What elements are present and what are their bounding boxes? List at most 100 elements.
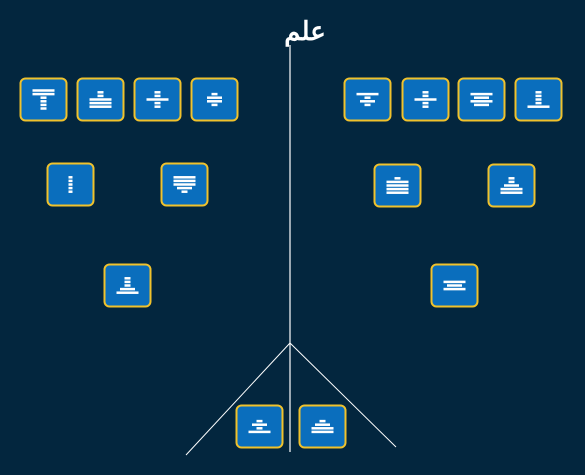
root-line-right <box>289 342 397 448</box>
tile-background <box>19 77 68 122</box>
tile-bar <box>40 107 47 110</box>
tile-right-mid-1[interactable] <box>373 163 422 208</box>
tile-bar <box>252 423 267 426</box>
tile-bar <box>422 91 429 94</box>
tile-background <box>457 77 506 122</box>
tile-bar <box>120 287 135 291</box>
tile-bar <box>535 94 542 98</box>
tile-bar <box>146 98 169 101</box>
tile-bar <box>207 96 222 99</box>
tile-bar <box>154 105 161 108</box>
tile-bar <box>97 91 104 94</box>
tile-right-top-2[interactable] <box>401 77 450 122</box>
tile-bar <box>500 187 523 191</box>
tile-bar <box>97 94 104 98</box>
tile-bar <box>414 98 437 101</box>
tile-left-top-2[interactable] <box>76 77 125 122</box>
tile-bar <box>504 184 519 187</box>
tile-bar <box>311 430 334 434</box>
tile-bar <box>68 190 73 193</box>
tile-bar <box>386 180 409 184</box>
tile-bar <box>124 284 131 287</box>
tile-bar <box>508 180 515 184</box>
tile-bar <box>89 101 112 105</box>
tile-bar <box>447 284 462 287</box>
tile-bar <box>422 105 429 108</box>
tile-right-mid-2[interactable] <box>487 163 536 208</box>
tile-bar <box>68 176 73 179</box>
tile-bar <box>89 105 112 108</box>
tile-bar <box>443 287 466 291</box>
tile-bar <box>535 101 542 105</box>
tile-bar <box>386 187 409 191</box>
tile-left-low-1[interactable] <box>103 263 152 308</box>
tile-bar <box>474 103 489 107</box>
tile-bar <box>527 105 550 108</box>
tile-bar <box>319 419 326 423</box>
tile-bar <box>124 277 131 280</box>
tile-left-mid-1[interactable] <box>46 162 95 207</box>
tile-bar <box>181 190 188 193</box>
tile-bar <box>173 183 196 186</box>
tile-bar <box>211 92 218 96</box>
root-line-left <box>185 342 291 456</box>
tile-bar <box>256 419 263 423</box>
tile-bar <box>508 177 515 180</box>
tile-bar <box>68 186 73 190</box>
tile-bar <box>311 427 334 430</box>
title-calligraphy: علم <box>284 17 325 47</box>
tile-background <box>298 404 347 449</box>
tile-bar <box>256 427 263 430</box>
tile-bar <box>500 191 523 194</box>
tile-bar <box>364 96 371 99</box>
tile-bar <box>116 291 139 294</box>
tile-bar <box>360 100 375 103</box>
tile-bar <box>443 280 466 284</box>
tile-bar <box>386 184 409 187</box>
tile-bar <box>207 100 222 103</box>
tile-bar <box>422 94 429 98</box>
tile-bar <box>40 100 47 103</box>
tile-bar <box>40 103 47 107</box>
tile-bar <box>173 176 196 179</box>
tile-bar <box>315 423 330 426</box>
tile-left-mid-2[interactable] <box>160 162 209 207</box>
tile-bar <box>394 177 401 180</box>
tile-bar <box>535 91 542 94</box>
tile-bar <box>422 101 429 105</box>
tile-bar <box>32 89 55 92</box>
tile-bar <box>154 91 161 94</box>
tile-bar <box>356 92 379 96</box>
tile-left-top-4[interactable] <box>190 77 239 122</box>
tile-bar <box>124 280 131 284</box>
tile-bar <box>68 179 73 183</box>
tile-bar <box>40 96 47 99</box>
tile-bar <box>32 92 55 96</box>
tile-background <box>190 77 239 122</box>
tile-bar <box>470 92 493 96</box>
tile-right-top-1[interactable] <box>343 77 392 122</box>
tile-bar <box>154 101 161 105</box>
tile-bar <box>177 186 192 190</box>
tile-bottom-1[interactable] <box>235 404 284 449</box>
tile-bar <box>386 191 409 194</box>
tile-bar <box>173 179 196 183</box>
tile-left-top-1[interactable] <box>19 77 68 122</box>
tile-bar <box>68 183 73 186</box>
tile-bar <box>474 96 489 99</box>
tile-right-top-4[interactable] <box>514 77 563 122</box>
tile-right-top-3[interactable] <box>457 77 506 122</box>
tile-bottom-2[interactable] <box>298 404 347 449</box>
tile-bar <box>535 98 542 101</box>
tile-bar <box>154 94 161 98</box>
tile-background <box>235 404 284 449</box>
tile-left-top-3[interactable] <box>133 77 182 122</box>
tile-bar <box>364 103 371 107</box>
tile-bar <box>470 100 493 103</box>
tile-background <box>343 77 392 122</box>
tile-right-low-1[interactable] <box>430 263 479 308</box>
tile-bar <box>211 103 218 107</box>
tile-bar <box>248 430 271 434</box>
tile-bar <box>89 98 112 101</box>
